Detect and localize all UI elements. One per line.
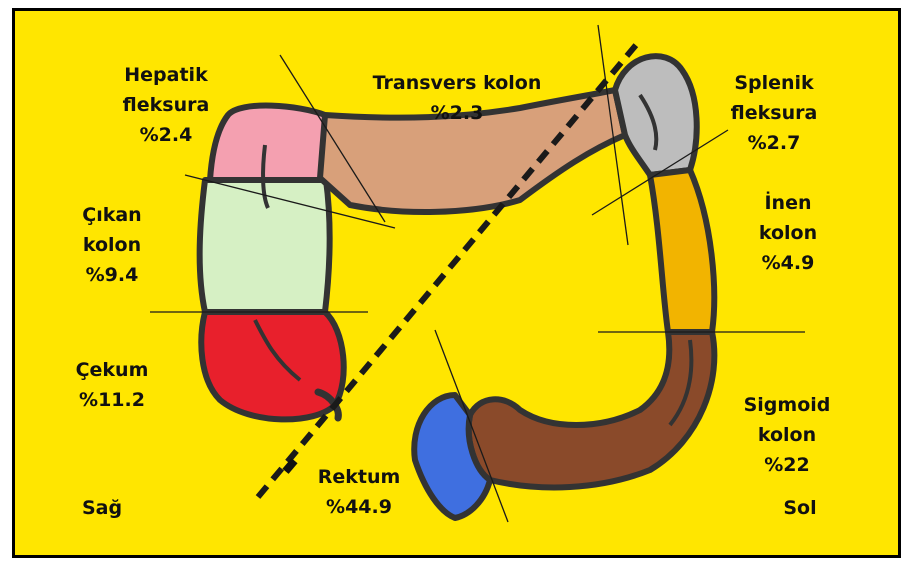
label-descending-colon: İnen kolon %4.9 (740, 188, 836, 278)
label-cecum: Çekum %11.2 (62, 355, 162, 415)
label-hepatic-flexure: Hepatik fleksura %2.4 (108, 60, 224, 150)
label-splenic-flexure: Splenik fleksura %2.7 (718, 68, 830, 158)
label-transverse-colon: Transvers kolon %2.3 (352, 68, 562, 128)
label-sigmoid-colon: Sigmoid kolon %22 (728, 390, 846, 480)
cecum-segment (201, 312, 343, 419)
label-left-side: Sol (765, 493, 835, 523)
label-rectum: Rektum %44.9 (300, 462, 418, 522)
label-ascending-colon: Çıkan kolon %9.4 (62, 200, 162, 290)
label-right-side: Sağ (62, 493, 142, 523)
